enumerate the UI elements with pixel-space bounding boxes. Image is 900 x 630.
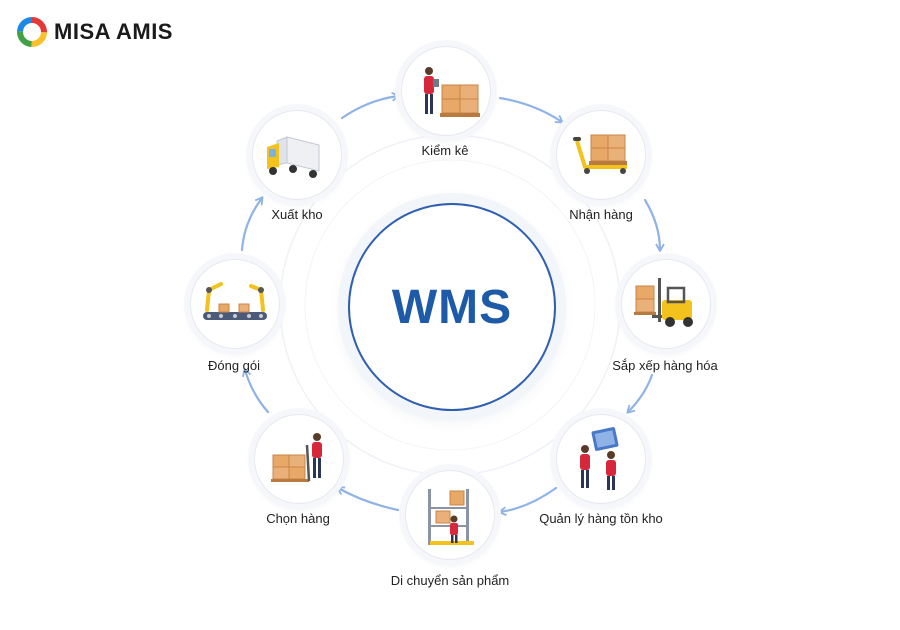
step-label-sap-xep-hang-hoa: Sắp xếp hàng hóa [612, 358, 718, 373]
step-label-chon-hang: Chọn hàng [266, 511, 330, 526]
brand-name: MISA AMIS [54, 19, 173, 44]
brand: MISA AMIS [16, 14, 173, 50]
arrow-chon-hang-to-dong-goi [241, 368, 270, 414]
delivery-truck-icon [267, 136, 320, 178]
arrow-nhan-hang-to-sap-xep [643, 198, 665, 252]
arrow-di-chuyen-to-chon-hang [336, 486, 400, 512]
step-label-nhan-hang: Nhận hàng [569, 207, 633, 222]
pallet-jack-boxes-icon [573, 134, 627, 174]
step-label-di-chuyen-san-pham: Di chuyển sản phẩm [390, 573, 510, 588]
step-label-kiem-ke: Kiểm kê [421, 143, 469, 158]
forklift-icon [634, 278, 693, 327]
step-node-di-chuyen-san-pham [405, 470, 495, 560]
step-node-sap-xep-hang-hoa [621, 259, 711, 349]
arrow-xuat-kho-to-kiem-ke [340, 91, 400, 120]
step-node-kiem-ke [401, 46, 491, 136]
step-node-nhan-hang [556, 110, 646, 200]
step-label-quan-ly-hang-ton-kho: Quản lý hàng tồn kho [539, 511, 663, 526]
step-node-dong-goi [190, 259, 280, 349]
arrow-kiem-ke-to-nhan-hang [498, 96, 564, 124]
misa-amis-logo-icon [17, 17, 47, 47]
arrow-quan-ly-to-di-chuyen [498, 486, 558, 516]
warehouse-staff-screen-icon [580, 427, 619, 490]
hub-label: WMS [391, 280, 513, 334]
step-node-chon-hang [254, 414, 344, 504]
step-node-quan-ly-hang-ton-kho [556, 414, 646, 504]
wms-hub: WMS [348, 203, 556, 411]
step-label-dong-goi: Đóng gói [207, 358, 261, 373]
shelf-moving-icon [428, 489, 474, 545]
step-node-xuat-kho [252, 110, 342, 200]
arrow-dong-goi-to-xuat-kho [240, 196, 264, 252]
step-label-xuat-kho: Xuất kho [271, 207, 323, 222]
arrow-sap-xep-to-quan-ly [626, 373, 654, 414]
robot-arm-conveyor-icon [203, 282, 267, 320]
inventory-check-icon [424, 67, 480, 117]
picking-trolley-icon [271, 433, 322, 482]
